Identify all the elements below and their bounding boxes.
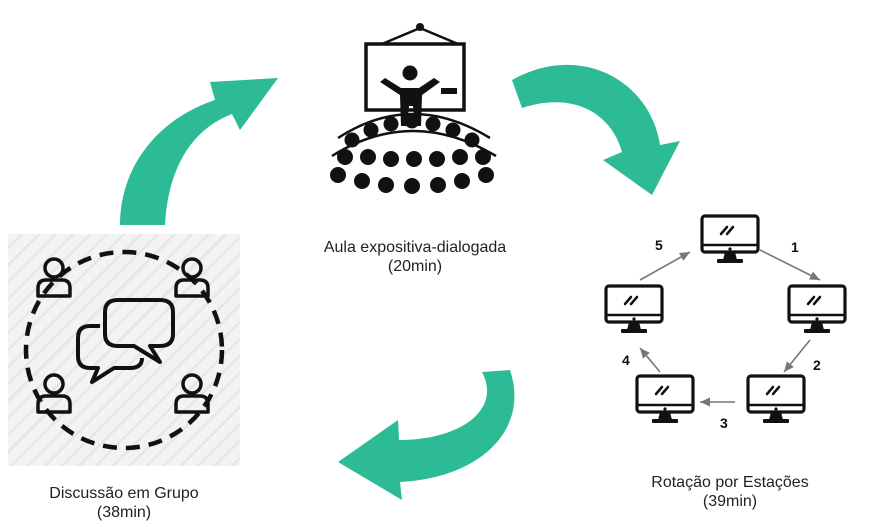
speech-bubbles-icon — [76, 298, 175, 384]
lecture-caption: Aula expositiva-dialogada (20min) — [305, 238, 525, 276]
station-monitor-left — [604, 284, 664, 335]
lecture-duration: (20min) — [387, 258, 443, 275]
group-discussion-icon — [8, 234, 240, 466]
station-label-3: 3 — [720, 415, 728, 431]
station-label-4: 4 — [622, 352, 630, 368]
station-label-5: 5 — [655, 237, 663, 253]
station-arrows — [639, 249, 821, 407]
cycle-arrow-bottom — [338, 370, 515, 500]
station-monitor-bottom-left — [635, 374, 695, 425]
discussion-title: Discussão em Grupo — [49, 485, 199, 502]
station-label-1: 1 — [791, 239, 799, 255]
cycle-arrow-top-left — [120, 78, 278, 225]
station-monitor-right — [787, 284, 847, 335]
stations-duration: (39min) — [702, 493, 758, 510]
station-monitor-top — [700, 214, 760, 265]
discussion-caption: Discussão em Grupo (38min) — [24, 484, 224, 522]
discussion-duration: (38min) — [96, 504, 152, 521]
station-label-2: 2 — [813, 357, 821, 373]
cycle-arrow-top-right — [512, 64, 680, 195]
presenter-audience-icon — [330, 23, 497, 194]
station-monitor-bottom-right — [746, 374, 806, 425]
stations-title: Rotação por Estações — [651, 474, 809, 491]
stations-caption: Rotação por Estações (39min) — [625, 473, 835, 511]
lecture-title: Aula expositiva-dialogada — [323, 239, 507, 256]
computer-stations-icon: 1 2 3 4 5 — [604, 214, 847, 431]
